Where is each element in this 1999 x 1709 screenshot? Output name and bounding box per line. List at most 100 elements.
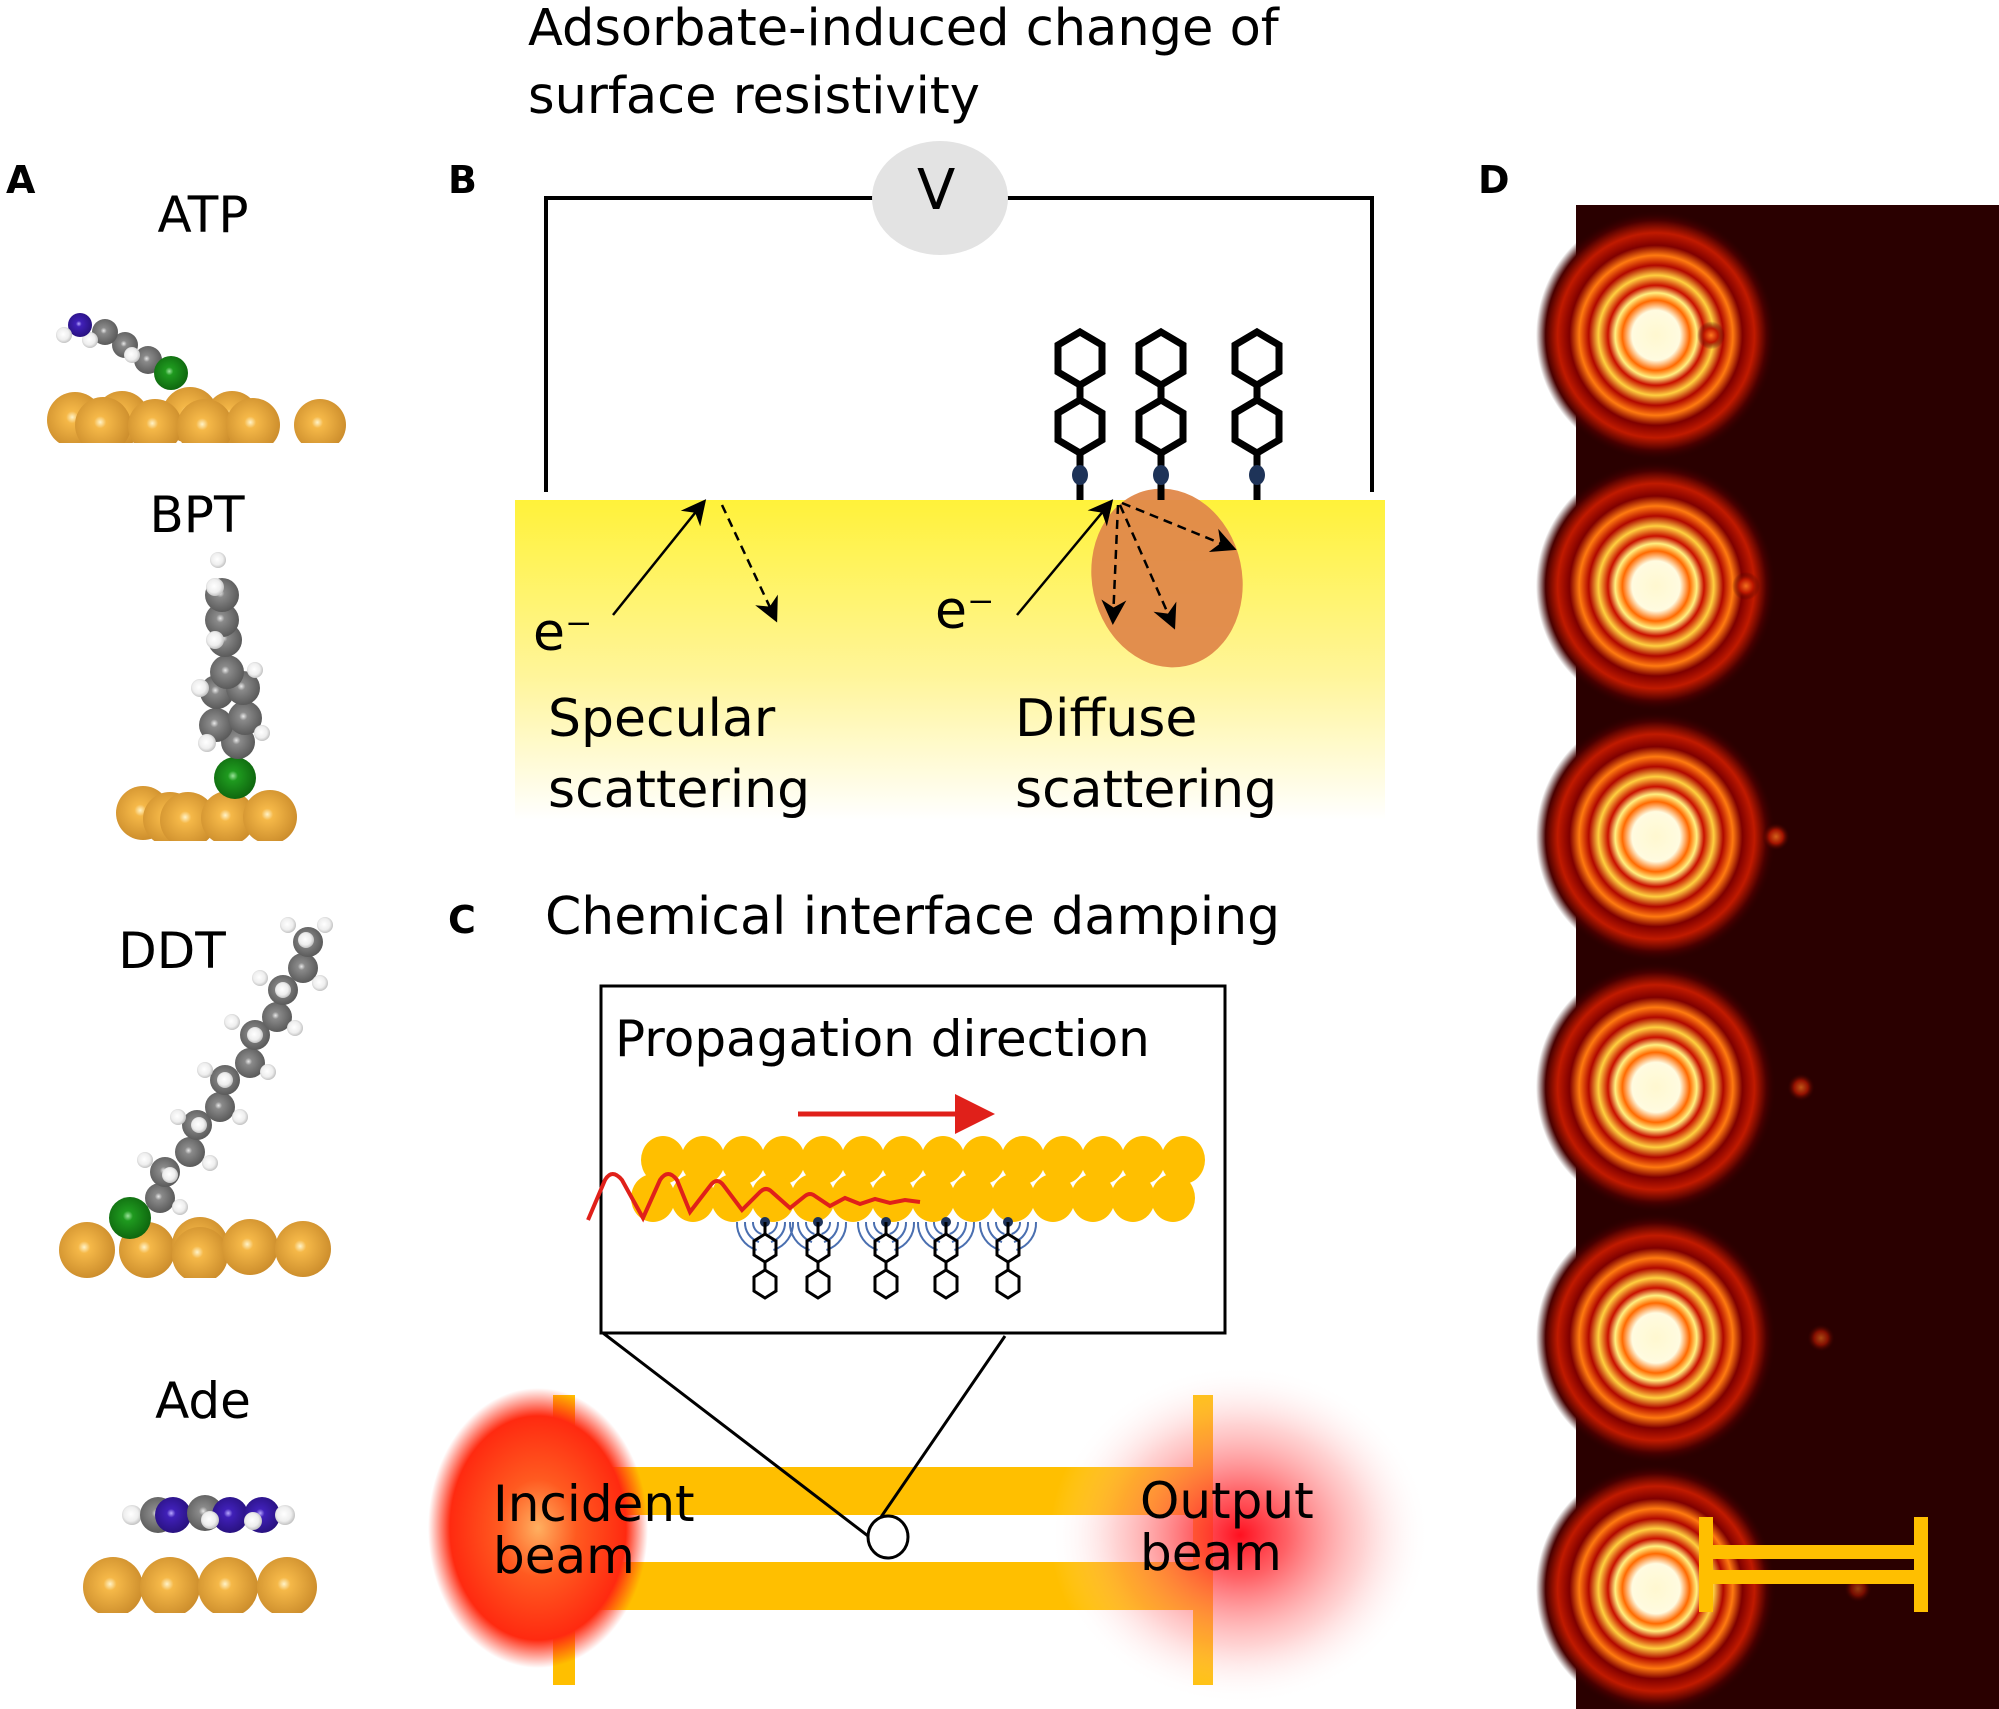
gold-atom bbox=[681, 1136, 725, 1184]
panel-letter-b: B bbox=[448, 158, 477, 202]
output-spot bbox=[1807, 1324, 1835, 1353]
metal-surface bbox=[515, 500, 1385, 820]
gold-atom bbox=[951, 1174, 995, 1222]
plasmon-frame bbox=[1536, 461, 1776, 712]
ring-pattern bbox=[1536, 461, 1776, 712]
gold-atom bbox=[1031, 1174, 1075, 1222]
molecule-label-ddt: DDT bbox=[118, 922, 226, 980]
ripple-arc bbox=[986, 1221, 1003, 1243]
ring-pattern bbox=[1536, 962, 1776, 1213]
ripple-arc bbox=[995, 1221, 1005, 1235]
gold-atom bbox=[911, 1174, 955, 1222]
gold-atom bbox=[1111, 1174, 1155, 1222]
plasmon-frame bbox=[1536, 711, 1790, 962]
gold-atom bbox=[831, 1174, 875, 1222]
molecule-label-ade: Ade bbox=[155, 1372, 251, 1430]
ring-pattern bbox=[1536, 1463, 1776, 1709]
specular-label-line2: scattering bbox=[548, 760, 811, 820]
gold-atom bbox=[1001, 1136, 1045, 1184]
ripple-arc bbox=[891, 1221, 908, 1243]
gold-atom bbox=[1071, 1174, 1115, 1222]
electron-label-specular: e⁻ bbox=[533, 603, 593, 663]
gold-atom bbox=[871, 1174, 915, 1222]
ripple-arc bbox=[796, 1221, 813, 1243]
panel-letter-c: C bbox=[448, 898, 476, 942]
plasmon-frame bbox=[1536, 962, 1815, 1213]
ripple-arc bbox=[743, 1221, 760, 1243]
panel-b-title-line1: Adsorbate-induced change of bbox=[528, 0, 1279, 58]
specular-reflection-arrow bbox=[720, 504, 778, 623]
bpt-model bbox=[100, 552, 310, 855]
panel-c-title: Chemical interface damping bbox=[545, 887, 1281, 947]
voltmeter-label: V bbox=[917, 158, 956, 223]
output-beam-label-line2: beam bbox=[1140, 1524, 1282, 1582]
sulfur-atom bbox=[109, 1197, 151, 1239]
panel-b-title-line2: surface resistivity bbox=[528, 67, 980, 126]
gold-atom bbox=[641, 1136, 685, 1184]
gold-atom bbox=[1121, 1136, 1165, 1184]
ddt-model bbox=[55, 917, 345, 1292]
inset-molecule bbox=[805, 1217, 831, 1300]
ripple-arc bbox=[1013, 1221, 1030, 1243]
inset-molecule bbox=[873, 1217, 899, 1300]
gold-surface bbox=[45, 387, 346, 455]
plasmon-image-stack bbox=[1536, 205, 1999, 1709]
inset-molecule bbox=[933, 1217, 959, 1300]
ripple-arc bbox=[933, 1221, 943, 1235]
molecule-label-bpt: BPT bbox=[149, 486, 245, 544]
gold-atom bbox=[961, 1136, 1005, 1184]
incident-beam bbox=[428, 1388, 648, 1668]
output-spot bbox=[1787, 1073, 1815, 1102]
nitrogen-atom bbox=[68, 313, 92, 337]
gold-atom bbox=[881, 1136, 925, 1184]
ripple-arc bbox=[805, 1221, 815, 1235]
ripple-arc bbox=[1011, 1221, 1021, 1235]
diffuse-arrow bbox=[1118, 504, 1177, 630]
output-spot bbox=[1697, 321, 1725, 350]
incident-electron-arrow bbox=[612, 499, 707, 616]
waveguide-overlay bbox=[1699, 1517, 1928, 1612]
panel-a-molecules bbox=[45, 313, 346, 1633]
ripple-arc bbox=[889, 1221, 899, 1235]
ripple-arc bbox=[821, 1221, 831, 1235]
incident-electron-arrow-diffuse bbox=[1016, 499, 1114, 616]
molecule-label-atp: ATP bbox=[157, 186, 249, 244]
zoom-spot bbox=[866, 1514, 910, 1560]
ripple-arc bbox=[924, 1221, 941, 1243]
ripple-arc bbox=[873, 1221, 883, 1235]
output-spot bbox=[1762, 822, 1790, 851]
voltmeter bbox=[872, 141, 1008, 255]
inset-molecule bbox=[752, 1217, 778, 1300]
panel-letter-d: D bbox=[1478, 158, 1510, 202]
gold-atom bbox=[1151, 1174, 1195, 1222]
ade-model bbox=[75, 1495, 337, 1633]
gold-atom bbox=[1041, 1136, 1085, 1184]
ripple-arc bbox=[949, 1221, 959, 1235]
ripple-arc bbox=[768, 1221, 778, 1235]
inset-molecule bbox=[995, 1217, 1021, 1300]
damped-plasmon-wave bbox=[586, 1172, 921, 1223]
ripple-arc bbox=[951, 1221, 968, 1243]
plasmon-frame bbox=[1536, 1213, 1835, 1464]
output-beam-label-line1: Output bbox=[1140, 1472, 1314, 1530]
ripple-arc bbox=[752, 1221, 762, 1235]
specular-label-line1: Specular bbox=[548, 689, 776, 749]
gold-atom bbox=[1161, 1136, 1205, 1184]
gold-atom bbox=[921, 1136, 965, 1184]
inset-label: Propagation direction bbox=[615, 1010, 1150, 1068]
gold-atom bbox=[671, 1174, 715, 1222]
ring-pattern bbox=[1536, 1213, 1776, 1464]
diffuse-label-line1: Diffuse bbox=[1015, 689, 1198, 749]
ripple-arc bbox=[864, 1221, 881, 1243]
sulfur-atom bbox=[154, 356, 188, 390]
gold-atom bbox=[991, 1174, 1035, 1222]
diffuse-scatter-zone bbox=[1091, 488, 1243, 668]
inset-molecules bbox=[752, 1217, 1021, 1300]
ripple-arc bbox=[770, 1221, 787, 1243]
output-beam bbox=[1050, 1365, 1430, 1705]
sulfur-atom bbox=[214, 757, 256, 799]
incident-beam-label-line2: beam bbox=[493, 1527, 635, 1585]
gold-atom bbox=[791, 1174, 835, 1222]
